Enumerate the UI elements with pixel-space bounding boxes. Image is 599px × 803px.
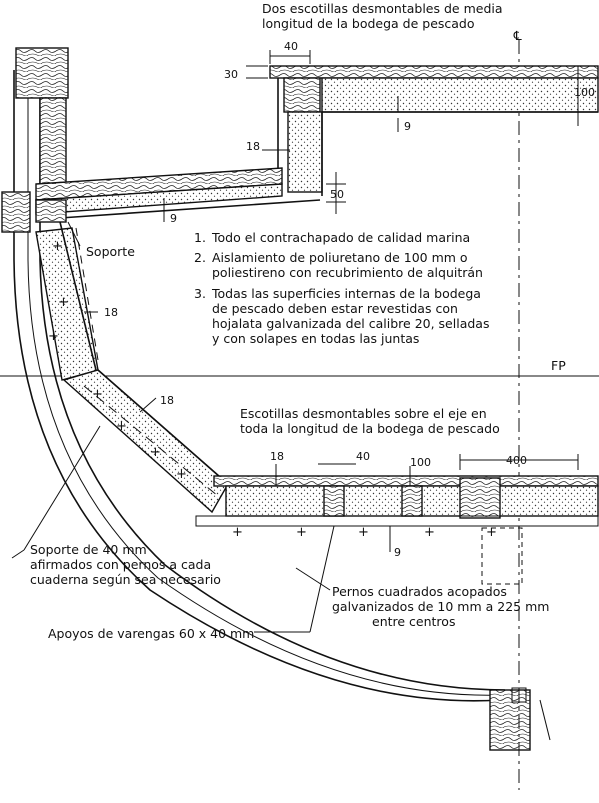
gunwale-timber xyxy=(1,47,69,233)
dim-30: 30 xyxy=(224,68,238,81)
bilge-insulation xyxy=(62,369,229,514)
hull-shell xyxy=(13,70,506,702)
hatch-half-line2: longitud de la bodega de pescado xyxy=(262,16,475,31)
bottom-hatch-deck xyxy=(195,475,599,585)
note-1-number: 1. xyxy=(194,230,206,245)
svg-text:+: + xyxy=(296,525,307,540)
callout-labels: Dos escotillas desmontables de media lon… xyxy=(11,1,549,641)
support40-line3: cuaderna según sea necesario xyxy=(30,572,221,587)
dim-40-top: 40 xyxy=(284,40,298,53)
hatch-half-line1: Dos escotillas desmontables de media xyxy=(262,1,503,16)
note-3-line4: y con solapes en todas las juntas xyxy=(212,331,419,346)
dim-18-side: 18 xyxy=(104,306,118,319)
svg-text:+: + xyxy=(232,525,243,540)
bolts-line2: galvanizados de 10 mm a 225 mm xyxy=(332,599,549,614)
dim-18-diag: 18 xyxy=(160,394,174,407)
upper-hatch-deck xyxy=(269,65,599,196)
keel xyxy=(489,687,551,751)
note-3-line1: Todas las superficies internas de la bod… xyxy=(211,286,481,301)
dimensions: 40 30 100 9 18 50 9 18 18 18 4 xyxy=(84,40,598,559)
note-2-line2: poliestireno con recubrimiento de alquit… xyxy=(212,265,483,280)
dim-18-bottom: 18 xyxy=(270,450,284,463)
hatch-axis-line2: toda la longitud de la bodega de pescado xyxy=(240,421,500,436)
note-2-line1: Aislamiento de poliuretano de 100 mm o xyxy=(212,250,468,265)
dim-9-top: 9 xyxy=(404,120,411,133)
bolts-line3: entre centros xyxy=(372,614,455,629)
dim-18-upper: 18 xyxy=(246,140,260,153)
note-3-line3: hojalata galvanizada del calibre 20, sel… xyxy=(212,316,489,331)
dim-100-bottom: 100 xyxy=(410,456,431,469)
support40-line2: afirmados con pernos a cada xyxy=(30,557,211,572)
svg-text:+: + xyxy=(48,329,59,344)
centerline-symbol: ℄ xyxy=(512,28,523,43)
support40-line1: Soporte de 40 mm xyxy=(30,542,147,557)
fp-label: FP xyxy=(551,358,566,373)
svg-text:+: + xyxy=(424,525,435,540)
hatch-axis-line1: Escotillas desmontables sobre el eje en xyxy=(240,406,487,421)
svg-text:+: + xyxy=(176,467,187,482)
dim-50: 50 xyxy=(330,188,344,201)
svg-text:+: + xyxy=(58,295,69,310)
bolt-marks: + + + + + + + + + + + + xyxy=(48,239,497,540)
lower-deck-step xyxy=(35,167,321,223)
note-1-line1: Todo el contrachapado de calidad marina xyxy=(211,230,470,245)
dim-400: 400 xyxy=(506,454,527,467)
notes-block: 1. Todo el contrachapado de calidad mari… xyxy=(194,230,489,346)
svg-text:+: + xyxy=(52,239,63,254)
dim-40-bottom: 40 xyxy=(356,450,370,463)
svg-text:+: + xyxy=(358,525,369,540)
note-3-number: 3. xyxy=(194,286,206,301)
svg-text:+: + xyxy=(150,445,161,460)
centerline: ℄ xyxy=(512,28,523,790)
svg-text:+: + xyxy=(486,525,497,540)
note-2-number: 2. xyxy=(194,250,206,265)
note-3-line2: de pescado deben estar revestidas con xyxy=(212,301,458,316)
floor-supports-label: Apoyos de varengas 60 x 40 mm xyxy=(48,626,254,641)
bolts-line1: Pernos cuadrados acopados xyxy=(332,584,507,599)
svg-text:+: + xyxy=(116,419,127,434)
support-label: Soporte xyxy=(86,244,135,259)
dim-100-right: 100 xyxy=(574,86,595,99)
dim-9-bottom: 9 xyxy=(394,546,401,559)
svg-text:+: + xyxy=(92,387,103,402)
dim-9-deck: 9 xyxy=(170,212,177,225)
